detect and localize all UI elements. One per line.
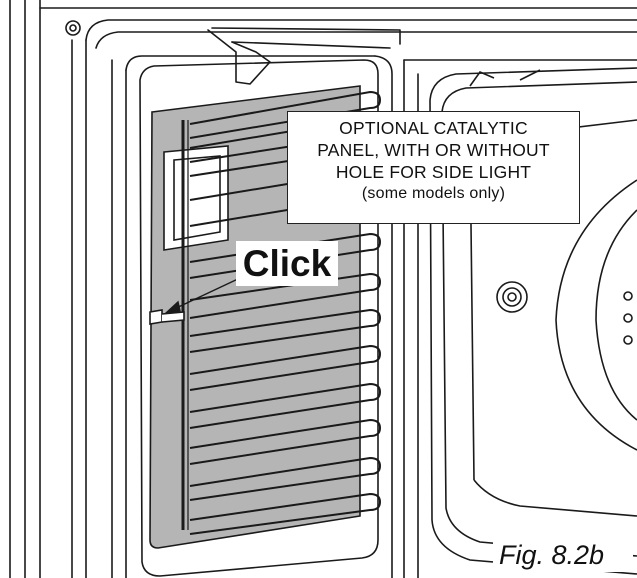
oven-door-frame (9, 0, 637, 578)
click-latch (149, 309, 185, 325)
click-arrow (163, 277, 241, 315)
top-bracket (207, 27, 401, 85)
catalytic-panel-callout: OPTIONAL CATALYTIC PANEL, WITH OR WITHOU… (287, 111, 580, 224)
callout-line-4: (some models only) (361, 185, 506, 202)
callout-line-3: HOLE FOR SIDE LIGHT (335, 162, 532, 182)
callout-line-1: OPTIONAL CATALYTIC (339, 118, 528, 138)
figure-label: Fig. 8.2b (493, 538, 633, 572)
callout-line-2: PANEL, WITH OR WITHOUT (317, 140, 550, 160)
oven-cavity-wall (111, 55, 637, 578)
click-label: Click (236, 241, 338, 286)
